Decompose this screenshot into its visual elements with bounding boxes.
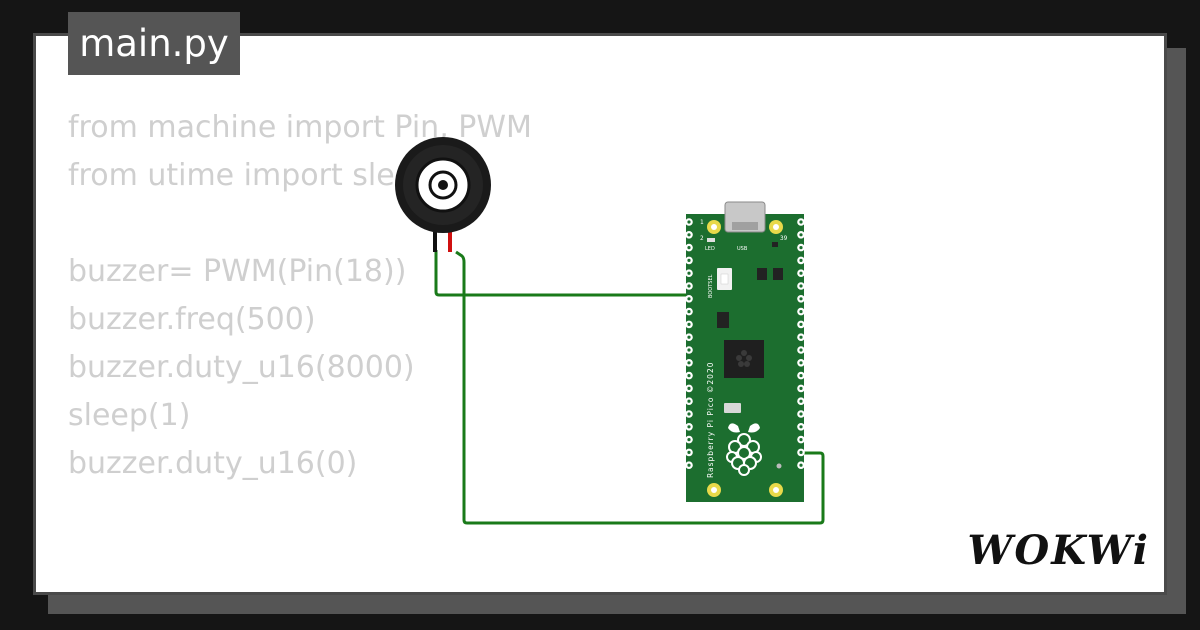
board-pin-hole	[687, 348, 691, 352]
board-pin-hole	[687, 233, 691, 237]
raspberry-pi-logo-icon	[726, 423, 762, 476]
board-pin-hole	[687, 425, 691, 429]
board-pin-hole	[799, 297, 803, 301]
board-pin-hole	[687, 399, 691, 403]
board-pin-hole	[799, 233, 803, 237]
code-line: from machine import Pin, PWM	[68, 110, 532, 145]
board-pin-hole	[799, 271, 803, 275]
rp2040-chip	[724, 340, 764, 378]
board-pin-hole	[687, 438, 691, 442]
board-pin-hole	[799, 386, 803, 390]
board-pin-hole	[687, 386, 691, 390]
board-pin-hole	[799, 220, 803, 224]
led-label: LED	[705, 246, 715, 252]
file-tab[interactable]: main.py	[68, 12, 240, 75]
buzzer-icon[interactable]	[395, 137, 491, 252]
board-pin-hole	[687, 297, 691, 301]
code-line: sleep(1)	[68, 398, 191, 433]
board-pin-hole	[799, 399, 803, 403]
board-pin-hole	[687, 322, 691, 326]
board-pin-hole	[687, 220, 691, 224]
bootsel-label: BOOTSEL	[708, 274, 714, 298]
usb-label: USB	[737, 246, 748, 252]
pico-board[interactable]: 1 2 39 LED USB BOOTSEL Raspberry Pi Pico…	[685, 201, 805, 502]
board-pins	[685, 218, 805, 470]
board-pin-hole	[687, 310, 691, 314]
board-pin-hole	[799, 438, 803, 442]
board-pin-hole	[687, 361, 691, 365]
board-pin-hole	[687, 450, 691, 454]
board-pin-hole	[799, 310, 803, 314]
pin39-label: 39	[780, 235, 788, 242]
board-pin-hole	[687, 335, 691, 339]
board-pin-hole	[799, 425, 803, 429]
board-pin-hole	[799, 348, 803, 352]
board-pin-hole	[687, 463, 691, 467]
board-pin-hole	[687, 246, 691, 250]
pin1-label: 1	[700, 219, 704, 226]
board-pin-hole	[799, 450, 803, 454]
code-line: buzzer.duty_u16(8000)	[68, 350, 415, 385]
board-pin-hole	[687, 284, 691, 288]
board-pin-hole	[687, 258, 691, 262]
board-pin-hole	[799, 284, 803, 288]
board-pin-hole	[799, 361, 803, 365]
board-pin-hole	[799, 463, 803, 467]
code-line: buzzer= PWM(Pin(18))	[68, 254, 407, 289]
code-line: buzzer.duty_u16(0)	[68, 446, 358, 481]
led	[707, 238, 715, 242]
board-pin-hole	[799, 322, 803, 326]
board-pin-hole	[799, 412, 803, 416]
board-pin-hole	[687, 412, 691, 416]
file-tab-label: main.py	[79, 22, 229, 65]
wire-signal[interactable]	[455, 250, 825, 525]
board-pin-hole	[687, 271, 691, 275]
board-pin-hole	[799, 374, 803, 378]
wires	[434, 250, 825, 525]
wire-gnd[interactable]	[434, 250, 696, 297]
board-pin-hole	[799, 335, 803, 339]
board-pin-hole	[799, 246, 803, 250]
wokwi-logo: WOKWi	[967, 527, 1150, 574]
pin2-label: 2	[700, 235, 704, 242]
code-line: buzzer.freq(500)	[68, 302, 316, 337]
board-pin-hole	[687, 374, 691, 378]
board-model-label: Raspberry Pi Pico ©2020	[706, 362, 715, 479]
board-pin-hole	[799, 258, 803, 262]
